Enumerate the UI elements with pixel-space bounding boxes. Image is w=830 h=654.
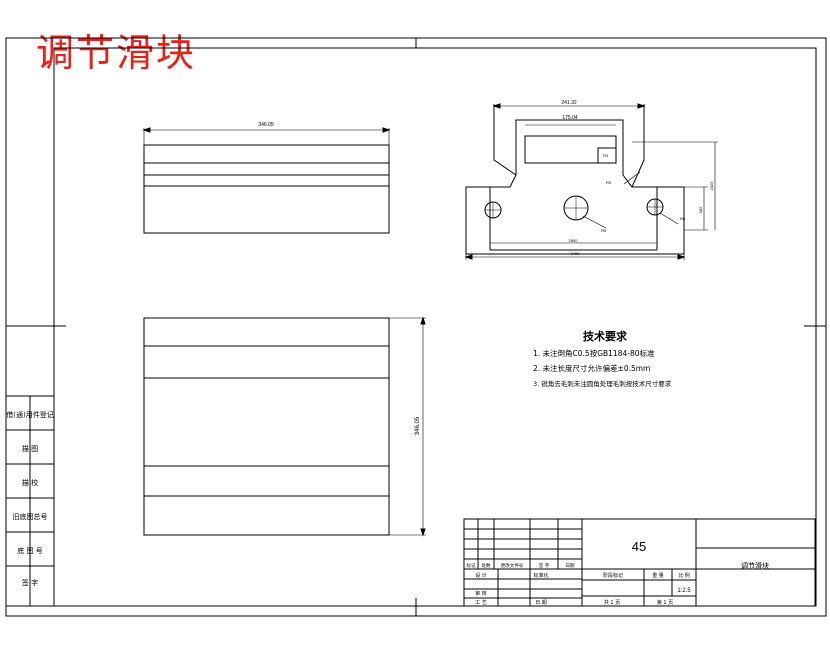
stage-label: 阶段标记 <box>603 572 623 579</box>
side-base-inner-dim: 2850 <box>569 238 579 243</box>
scale-value: 1:2.5 <box>677 588 691 594</box>
side-base-total-dim: 3400 <box>571 251 581 256</box>
material-value: 45 <box>632 539 646 554</box>
inner-border <box>53 47 817 607</box>
part-name: 调节滑块 <box>741 561 769 570</box>
row-process: 工 艺 <box>475 600 487 606</box>
row-check: 审 核 <box>475 590 487 597</box>
sheets-total: 共 1 页 <box>604 599 620 606</box>
side-inner-width-dim: 175.04 <box>562 115 578 121</box>
bottom-view <box>143 316 426 537</box>
drawing-title: 调节滑块 <box>36 31 197 75</box>
row-design: 设 计 <box>475 572 487 579</box>
outer-border <box>5 37 827 617</box>
tech-req-heading: 技术要求 <box>583 329 628 343</box>
top-view <box>142 127 391 234</box>
weight-label: 重 量 <box>652 572 664 579</box>
left-cell-3: 描 校 <box>22 478 38 487</box>
side-small-dim-1: R3 <box>603 153 609 158</box>
side-height-upper-dim: 982 <box>698 206 703 213</box>
sheet-index: 第 1 页 <box>657 599 673 606</box>
header-count: 处数 <box>482 562 491 569</box>
side-view <box>464 103 718 260</box>
side-small-dim-3: R5 <box>601 228 607 233</box>
side-top-width-dim: 241.32 <box>561 100 577 106</box>
row-date: 日 期 <box>535 600 547 606</box>
top-view-width-dim: 346.05 <box>258 122 274 128</box>
left-cell-4: 旧底图总号 <box>13 512 48 521</box>
left-cell-6: 签 字 <box>22 578 38 587</box>
tech-req-item-1: 1. 未注倒角C0.5按GB1184-80标准 <box>533 348 655 358</box>
side-small-dim-4: R8 <box>680 216 686 221</box>
side-height-total-dim: 2025 <box>709 181 714 191</box>
header-sign: 签 字 <box>539 562 550 569</box>
header-date: 日期 <box>566 563 575 569</box>
tech-req-item-2: 2. 未注长度尺寸允许偏差±0.5mm <box>533 363 650 373</box>
left-cell-2: 描 图 <box>22 444 38 453</box>
left-cell-1: 借(通)用件登记 <box>6 410 53 419</box>
bottom-view-height-dim: 346.05 <box>415 416 421 435</box>
header-mark: 标记 <box>467 562 476 569</box>
title-block <box>463 518 816 607</box>
row-standard: 标准化 <box>533 572 548 579</box>
tech-req-item-3: 3. 锐角去毛刺未注圆角处理毛刺按技术尺寸要求 <box>533 379 672 388</box>
header-change-doc: 更改文件号 <box>501 562 524 569</box>
scale-label: 比 例 <box>678 572 690 579</box>
side-small-dim-2: R9 <box>606 180 612 185</box>
left-cell-5: 底 图 号 <box>17 546 42 555</box>
